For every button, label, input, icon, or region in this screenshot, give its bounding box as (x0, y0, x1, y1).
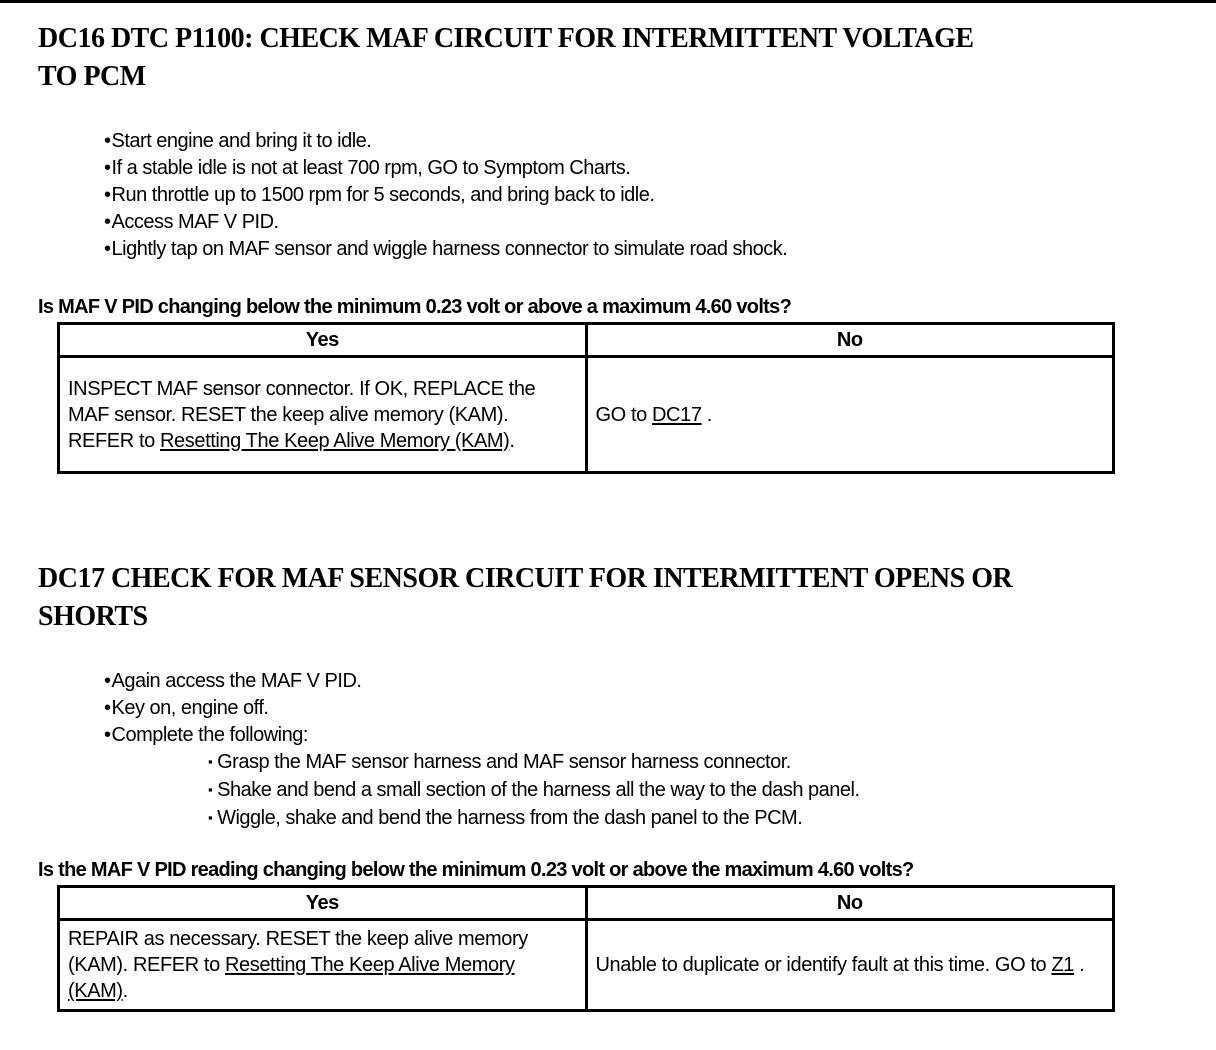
table-header-yes: Yes (57, 322, 588, 358)
list-item: •Complete the following: (104, 722, 1186, 749)
bullet-icon: • (104, 211, 111, 233)
link-z1[interactable]: Z1 (1051, 954, 1074, 976)
list-item: •Key on, engine off. (104, 695, 1186, 722)
cell-text: GO to (595, 403, 653, 426)
section-dc16: DC16 DTC P1100: CHECK MAF CIRCUIT FOR IN… (38, 20, 1186, 474)
table-header-no: No (584, 885, 1115, 921)
link-dc17[interactable]: DC17 (652, 403, 702, 426)
step-text: Complete the following: (111, 724, 309, 746)
step-text: Access MAF V PID. (111, 211, 280, 233)
table-row: REPAIR as necessary. RESET the keep aliv… (57, 918, 1115, 1012)
bullet-icon: • (104, 184, 111, 206)
square-bullet-icon: ▪ (208, 754, 213, 769)
step-text: Start engine and bring it to idle. (111, 130, 372, 152)
procedure-step-list: •Start engine and bring it to idle. •If … (104, 128, 1186, 263)
section-heading-dc16: DC16 DTC P1100: CHECK MAF CIRCUIT FOR IN… (38, 20, 1186, 96)
link-resetting-kam[interactable]: Resetting The Keep Alive Memory (KAM) (68, 954, 515, 1002)
table-row: INSPECT MAF sensor connector. If OK, REP… (57, 355, 1115, 474)
list-item: •Run throttle up to 1500 rpm for 5 secon… (104, 182, 1186, 209)
bullet-icon: • (104, 724, 111, 746)
cell-text: . (122, 980, 129, 1002)
list-item: •Lightly tap on MAF sensor and wiggle ha… (104, 236, 1186, 263)
bullet-icon: • (104, 697, 111, 719)
table-header-row: Yes No (57, 885, 1115, 921)
heading-line: SHORTS (38, 601, 148, 632)
cell-text: INSPECT MAF sensor connector. If OK, REP… (68, 377, 536, 452)
square-bullet-icon: ▪ (208, 782, 213, 797)
cell-text: . (1073, 954, 1085, 976)
heading-line: DC16 DTC P1100: CHECK MAF CIRCUIT FOR IN… (38, 23, 974, 54)
procedure-step-list: •Again access the MAF V PID. •Key on, en… (104, 668, 1186, 833)
decision-table-dc16: Yes No INSPECT MAF sensor connector. If … (57, 322, 1115, 474)
table-header-no: No (584, 322, 1115, 358)
cell-text: Unable to duplicate or identify fault at… (595, 954, 1052, 976)
yes-cell: INSPECT MAF sensor connector. If OK, REP… (57, 355, 588, 474)
no-cell: Unable to duplicate or identify fault at… (584, 918, 1115, 1012)
list-item: ▪ Wiggle, shake and bend the harness from… (208, 805, 1186, 833)
list-item: •Again access the MAF V PID. (104, 668, 1186, 695)
step-text: Grasp the MAF sensor harness and MAF sen… (217, 751, 791, 773)
square-bullet-icon: ▪ (208, 810, 213, 825)
yes-cell: REPAIR as necessary. RESET the keep aliv… (57, 918, 588, 1012)
table-header-row: Yes No (57, 322, 1115, 358)
cell-text: REPAIR as necessary. RESET the keep aliv… (68, 928, 528, 976)
no-cell: GO to DC17 . (584, 355, 1115, 474)
list-item: ▪ Shake and bend a small section of the h… (208, 777, 1186, 805)
table-header-yes: Yes (57, 885, 588, 921)
question-text-dc16: Is MAF V PID changing below the minimum … (38, 296, 792, 318)
bullet-icon: • (104, 670, 111, 692)
page-content: DC16 DTC P1100: CHECK MAF CIRCUIT FOR IN… (38, 20, 1186, 1012)
link-resetting-kam[interactable]: Resetting The Keep Alive Memory (KAM) (159, 429, 510, 452)
cell-text: . (509, 429, 515, 452)
section-heading-dc17: DC17 CHECK FOR MAF SENSOR CIRCUIT FOR IN… (38, 560, 1186, 636)
step-text: Key on, engine off. (111, 697, 269, 719)
step-text: Again access the MAF V PID. (111, 670, 362, 692)
section-dc17: DC17 CHECK FOR MAF SENSOR CIRCUIT FOR IN… (38, 560, 1186, 1012)
heading-line: TO PCM (38, 61, 146, 92)
step-text: Lightly tap on MAF sensor and wiggle har… (111, 238, 788, 260)
sub-step-list: ▪ Grasp the MAF sensor harness and MAF se… (208, 749, 1186, 833)
heading-line: DC17 CHECK FOR MAF SENSOR CIRCUIT FOR IN… (38, 563, 1013, 594)
cell-text: . (701, 403, 713, 426)
question-text-dc17: Is the MAF V PID reading changing below … (38, 859, 914, 881)
bullet-icon: • (104, 157, 111, 179)
list-item: •Access MAF V PID. (104, 209, 1186, 236)
step-text: Run throttle up to 1500 rpm for 5 second… (111, 184, 655, 206)
list-item: •Start engine and bring it to idle. (104, 128, 1186, 155)
list-item: •If a stable idle is not at least 700 rp… (104, 155, 1186, 182)
decision-table-dc17: Yes No REPAIR as necessary. RESET the ke… (57, 885, 1115, 1012)
sub-list-container: ▪ Grasp the MAF sensor harness and MAF se… (104, 749, 1186, 833)
step-text: If a stable idle is not at least 700 rpm… (111, 157, 631, 179)
list-item: ▪ Grasp the MAF sensor harness and MAF se… (208, 749, 1186, 777)
bullet-icon: • (104, 130, 111, 152)
step-text: Wiggle, shake and bend the harness from … (217, 807, 803, 829)
window-top-border (0, 0, 1216, 3)
bullet-icon: • (104, 238, 111, 260)
step-text: Shake and bend a small section of the ha… (217, 779, 860, 801)
